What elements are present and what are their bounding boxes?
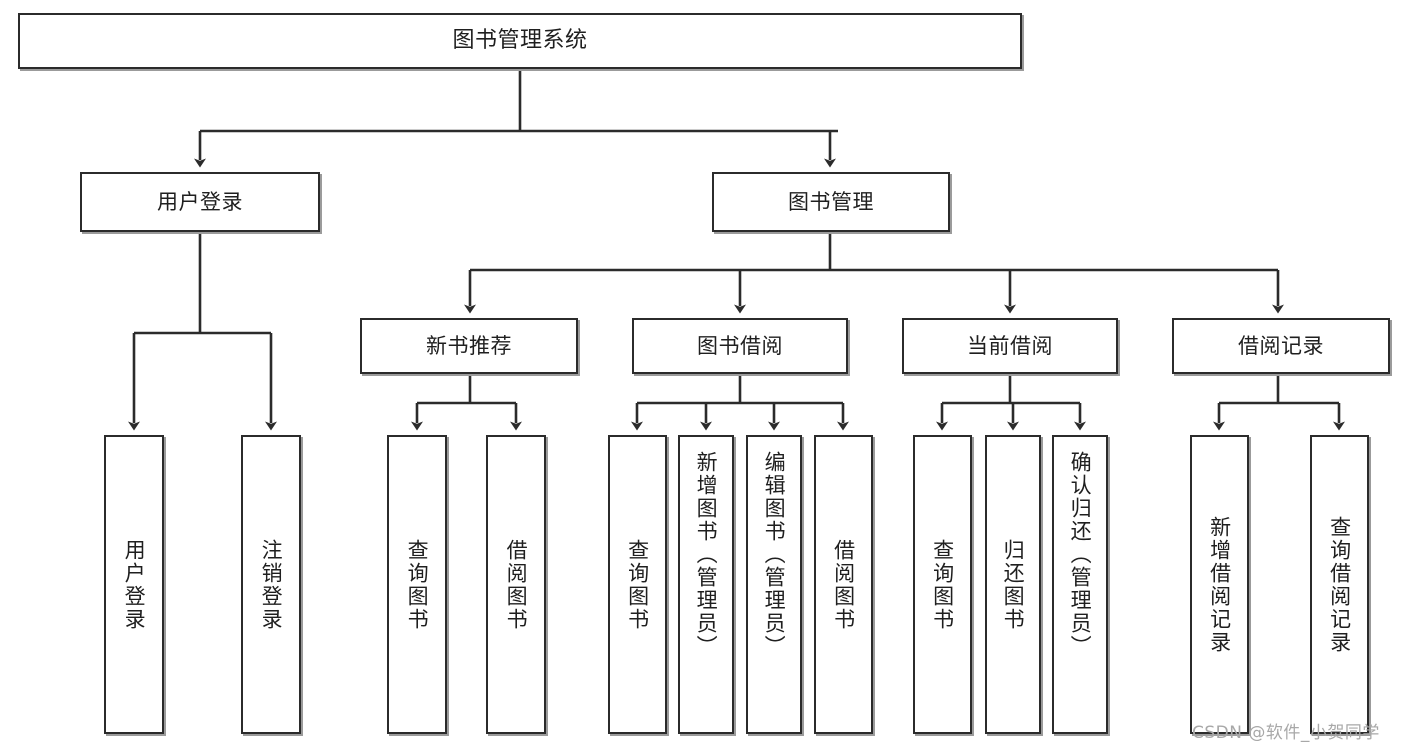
node-new-book-recommend-label: 新书推荐: [426, 333, 512, 358]
node-leaf-query-borrow-record-label: 查询借阅记录: [1327, 515, 1352, 654]
csdn-watermark: CSDN @软件_小贺同学: [1192, 723, 1380, 743]
node-leaf-return-book-label: 归还图书: [1001, 538, 1026, 631]
node-book-borrow[interactable]: 图书借阅: [632, 318, 848, 374]
node-leaf-user-login-label: 用户登录: [122, 538, 147, 631]
node-root-label: 图书管理系统: [452, 28, 588, 54]
node-leaf-user-logout-label: 注销登录: [259, 538, 284, 631]
node-new-book-recommend[interactable]: 新书推荐: [360, 318, 578, 374]
node-leaf-add-book-admin[interactable]: 新增图书（管理员）: [678, 435, 734, 734]
node-user-login-label: 用户登录: [157, 189, 243, 214]
node-leaf-query-book-recommend-label: 查询图书: [405, 538, 430, 631]
node-leaf-borrow-book-recommend[interactable]: 借阅图书: [486, 435, 546, 734]
node-leaf-add-book-admin-label: 新增图书（管理员）: [694, 451, 719, 658]
node-book-borrow-label: 图书借阅: [697, 333, 783, 358]
node-leaf-borrow-book[interactable]: 借阅图书: [814, 435, 873, 734]
node-leaf-query-book-current-label: 查询图书: [930, 538, 955, 631]
node-book-management[interactable]: 图书管理: [712, 172, 950, 232]
node-user-login[interactable]: 用户登录: [80, 172, 320, 232]
node-leaf-borrow-book-label: 借阅图书: [831, 538, 856, 631]
node-leaf-user-logout[interactable]: 注销登录: [241, 435, 301, 734]
node-leaf-add-borrow-record-label: 新增借阅记录: [1207, 515, 1232, 654]
node-leaf-edit-book-admin[interactable]: 编辑图书（管理员）: [746, 435, 802, 734]
node-current-borrow-label: 当前借阅: [967, 333, 1053, 358]
node-current-borrow[interactable]: 当前借阅: [902, 318, 1118, 374]
node-leaf-confirm-return-admin-label: 确认归还（管理员）: [1068, 451, 1093, 658]
node-leaf-query-book-recommend[interactable]: 查询图书: [387, 435, 447, 734]
node-leaf-query-book-borrow-label: 查询图书: [625, 538, 650, 631]
node-borrow-record-label: 借阅记录: [1238, 333, 1324, 358]
node-leaf-user-login[interactable]: 用户登录: [104, 435, 164, 734]
node-leaf-query-book-borrow[interactable]: 查询图书: [608, 435, 667, 734]
node-leaf-confirm-return-admin[interactable]: 确认归还（管理员）: [1052, 435, 1108, 734]
node-root[interactable]: 图书管理系统: [18, 13, 1022, 69]
node-leaf-query-book-current[interactable]: 查询图书: [913, 435, 972, 734]
node-book-management-label: 图书管理: [788, 189, 874, 214]
node-leaf-edit-book-admin-label: 编辑图书（管理员）: [762, 451, 787, 658]
node-leaf-add-borrow-record[interactable]: 新增借阅记录: [1190, 435, 1249, 734]
node-leaf-return-book[interactable]: 归还图书: [985, 435, 1041, 734]
node-leaf-borrow-book-recommend-label: 借阅图书: [504, 538, 529, 631]
node-borrow-record[interactable]: 借阅记录: [1172, 318, 1390, 374]
node-leaf-query-borrow-record[interactable]: 查询借阅记录: [1310, 435, 1369, 734]
